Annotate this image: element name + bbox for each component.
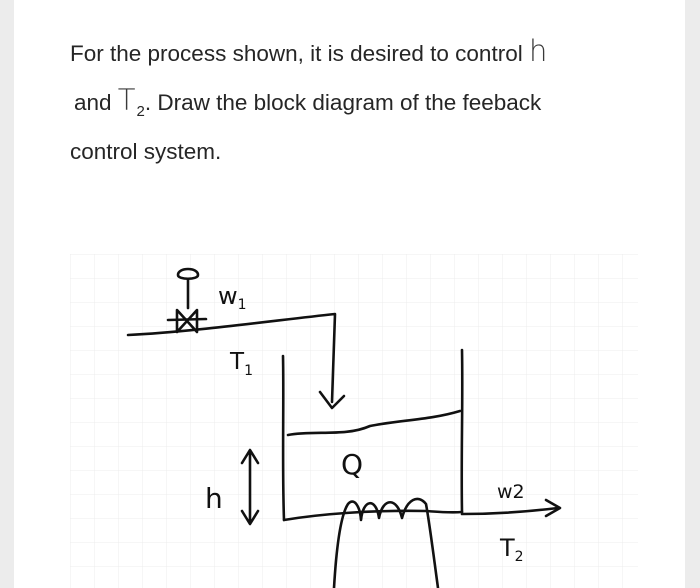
process-sketch: w1 T1 h Q w2 T2 [70,254,638,588]
inlet-pipe [126,312,337,404]
question-text: For the process shown, it is desired to … [70,28,670,175]
variable-h: h [528,34,548,68]
label-t2: T2 [499,534,524,565]
process-sketch-svg: w1 T1 h Q w2 T2 [70,254,638,588]
tank-bottom [282,509,464,522]
label-q: Q [341,448,363,481]
label-w2: w2 [497,481,525,503]
grid-paper [70,254,638,588]
question-line-3: control system. [70,129,670,175]
question-line-3-text: control system. [70,139,222,164]
variable-t2: T [117,83,136,117]
inlet-arrow-head [318,390,346,410]
heating-coil-icon [332,497,440,588]
question-line-2-text: . Draw the block diagram of the feeback [144,90,542,115]
label-t1: T1 [229,349,253,379]
variable-t2-subscript: 2 [136,103,145,120]
tank-left-wall [281,354,286,522]
question-line-1-text: For the process shown, it is desired to … [70,41,529,66]
content-card: For the process shown, it is desired to … [14,0,685,588]
label-w1: w1 [218,282,247,313]
liquid-level [286,409,462,437]
outlet-pipe [460,506,560,516]
outlet-arrow-head [544,498,562,518]
question-line-1: For the process shown, it is desired to … [70,28,670,77]
label-h: h [205,482,223,515]
control-valve-icon [166,267,208,334]
question-line-2: and T2. Draw the block diagram of the fe… [70,77,670,129]
tank-right-wall [460,348,464,514]
height-arrow [240,448,260,526]
question-line-2-prefix: and [74,90,118,115]
